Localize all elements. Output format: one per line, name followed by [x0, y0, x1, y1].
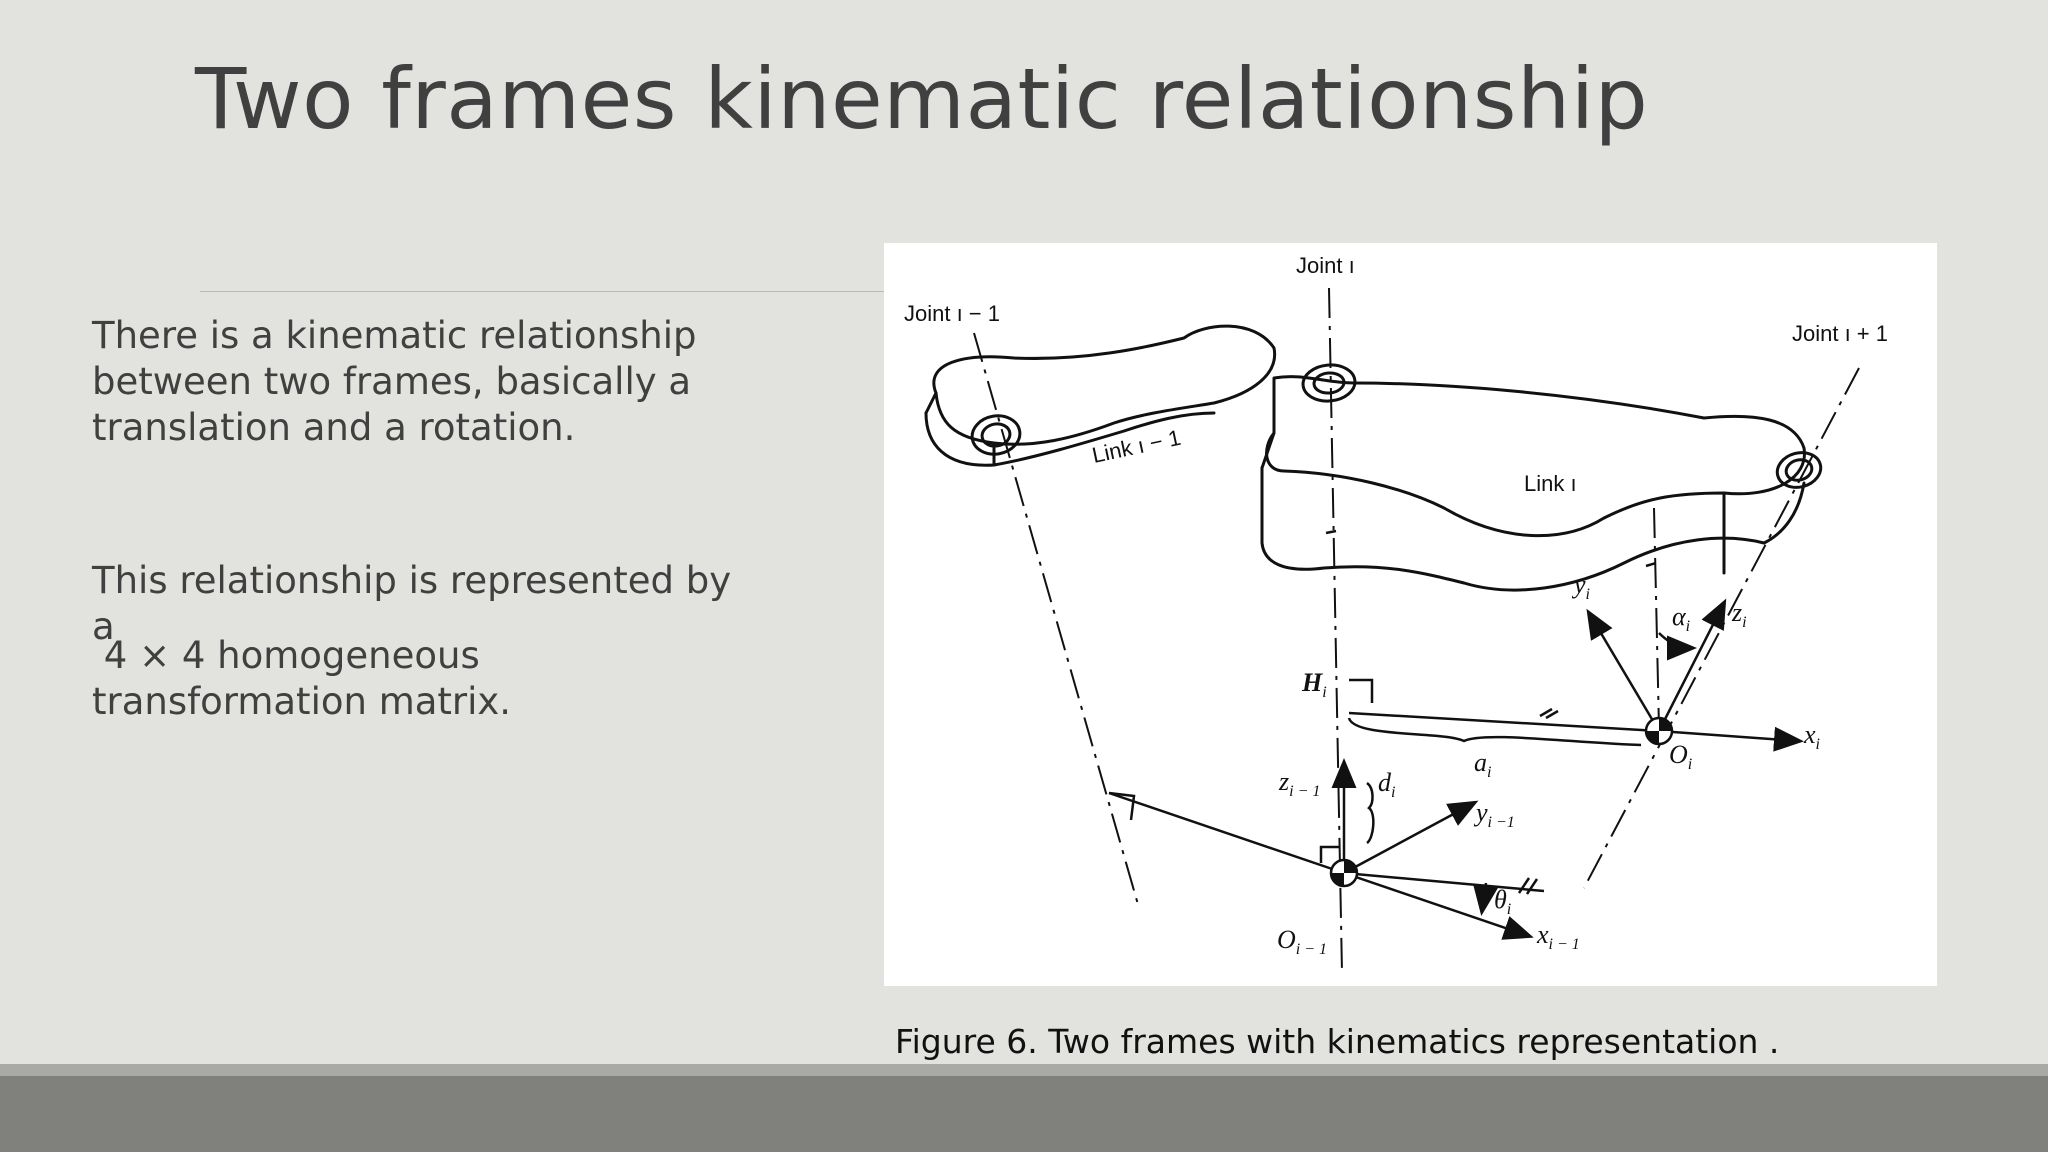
label-z-curr: zi	[1731, 598, 1747, 631]
footer-bar	[0, 1076, 2048, 1152]
y-prev-arrow	[1343, 800, 1479, 875]
x-prev-arrow	[1343, 871, 1534, 940]
kinematic-diagram-svg: Joint ı − 1 Joint ı Joint ı + 1 Link ı −…	[904, 253, 1888, 974]
z-curr-arrow	[1657, 598, 1727, 732]
label-y-curr: yi	[1571, 570, 1590, 603]
footer-accent-strip	[0, 1064, 2048, 1076]
label-joint-prev: Joint ı − 1	[904, 301, 1000, 326]
paragraph-represented-by: This relationship is represented by a	[92, 559, 732, 648]
label-d: di	[1378, 768, 1395, 801]
figure-caption: Figure 6. Two frames with kinematics rep…	[895, 1022, 1780, 1061]
link-curr-shape	[1265, 375, 1806, 538]
label-link-prev: Link ı − 1	[1090, 425, 1183, 468]
y-curr-arrow	[1586, 608, 1661, 732]
paragraph-transformation-matrix: 4 × 4 homogeneous transformation matrix.	[92, 634, 512, 723]
title-divider	[200, 291, 885, 292]
joint-curr-axis	[1328, 287, 1343, 974]
label-z-prev: zi − 1	[1278, 767, 1320, 800]
paragraph-kinematic-relationship: There is a kinematic relationship betwee…	[92, 314, 697, 449]
link-prev-shape	[932, 324, 1277, 446]
common-normal-prev	[1108, 791, 1345, 875]
origin-prev	[1329, 858, 1359, 888]
joint-prev-axis	[973, 332, 1140, 909]
label-joint-next: Joint ı + 1	[1792, 321, 1888, 346]
x-curr-arrow	[1658, 726, 1804, 752]
common-normal-a	[1348, 711, 1660, 733]
alpha-arc	[1658, 632, 1697, 661]
label-x-prev: xi − 1	[1536, 920, 1580, 953]
label-O-curr: Oi	[1669, 740, 1692, 773]
label-x-curr: xi	[1803, 720, 1820, 753]
label-joint-curr: Joint ı	[1296, 253, 1355, 278]
origin-curr	[1644, 716, 1674, 746]
label-a: ai	[1474, 748, 1491, 781]
label-H: Hi	[1301, 668, 1327, 701]
common-normal-ref	[1653, 507, 1660, 729]
joint-next-axis	[1583, 367, 1860, 889]
label-theta: θi	[1494, 885, 1511, 918]
label-alpha: αi	[1672, 602, 1690, 635]
label-y-prev: yi −1	[1473, 798, 1515, 831]
theta-arc	[1473, 882, 1498, 916]
x-prev-parallel	[1343, 871, 1545, 893]
label-link-curr: Link ı	[1524, 471, 1577, 496]
slide-title: Two frames kinematic relationship	[195, 50, 1649, 148]
kinematic-diagram: Joint ı − 1 Joint ı Joint ı + 1 Link ı −…	[884, 243, 1937, 986]
label-O-prev: Oi − 1	[1277, 925, 1327, 958]
